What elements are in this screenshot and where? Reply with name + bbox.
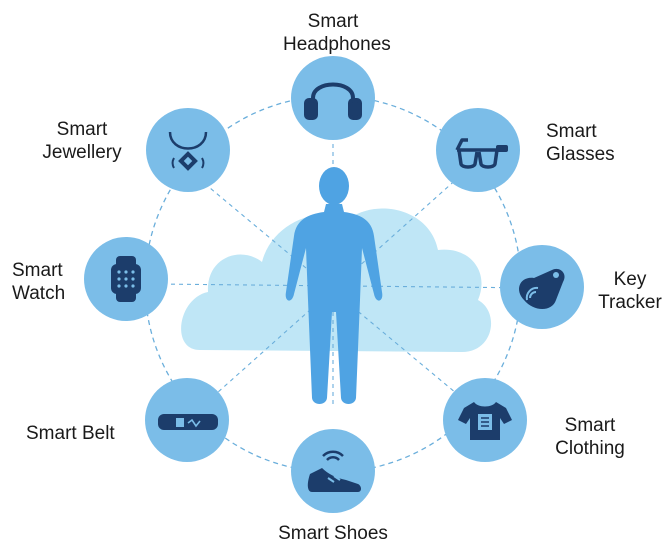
human-figure-icon — [285, 167, 383, 404]
label-key-tracker-line1: Key — [613, 269, 647, 290]
label-jewellery: Smart Jewellery — [32, 118, 132, 164]
label-glasses: Smart Glasses — [546, 120, 646, 166]
belt-icon — [158, 414, 218, 430]
key-tracker-icon — [519, 268, 565, 309]
label-shoes-line1: Smart Shoes — [278, 523, 388, 544]
label-watch-line2: Watch — [12, 283, 66, 304]
label-headphones-line1: Smart — [307, 11, 359, 32]
label-shoes: Smart Shoes — [263, 522, 403, 545]
necklace-icon — [168, 131, 208, 171]
label-clothing: Smart Clothing — [540, 414, 640, 460]
label-jewellery-line2: Jewellery — [42, 142, 122, 163]
label-key-tracker: Key Tracker — [592, 268, 668, 314]
label-watch-line1: Smart — [12, 260, 63, 281]
label-clothing-line1: Smart — [564, 415, 616, 436]
label-belt-line1: Smart Belt — [26, 423, 115, 444]
tshirt-icon — [458, 402, 512, 440]
label-headphones: Smart Headphones — [283, 10, 391, 56]
label-key-tracker-line2: Tracker — [598, 292, 662, 313]
label-glasses-line1: Smart — [546, 121, 597, 142]
glasses-icon — [455, 138, 508, 169]
label-clothing-line2: Clothing — [555, 438, 625, 459]
headphones-icon — [304, 82, 362, 120]
label-headphones-line2: Headphones — [283, 34, 391, 55]
shoe-icon — [307, 450, 361, 492]
watch-icon — [111, 256, 141, 302]
label-belt: Smart Belt — [26, 422, 136, 445]
label-watch: Smart Watch — [12, 259, 82, 305]
label-jewellery-line1: Smart — [56, 119, 108, 140]
label-glasses-line2: Glasses — [546, 144, 615, 165]
